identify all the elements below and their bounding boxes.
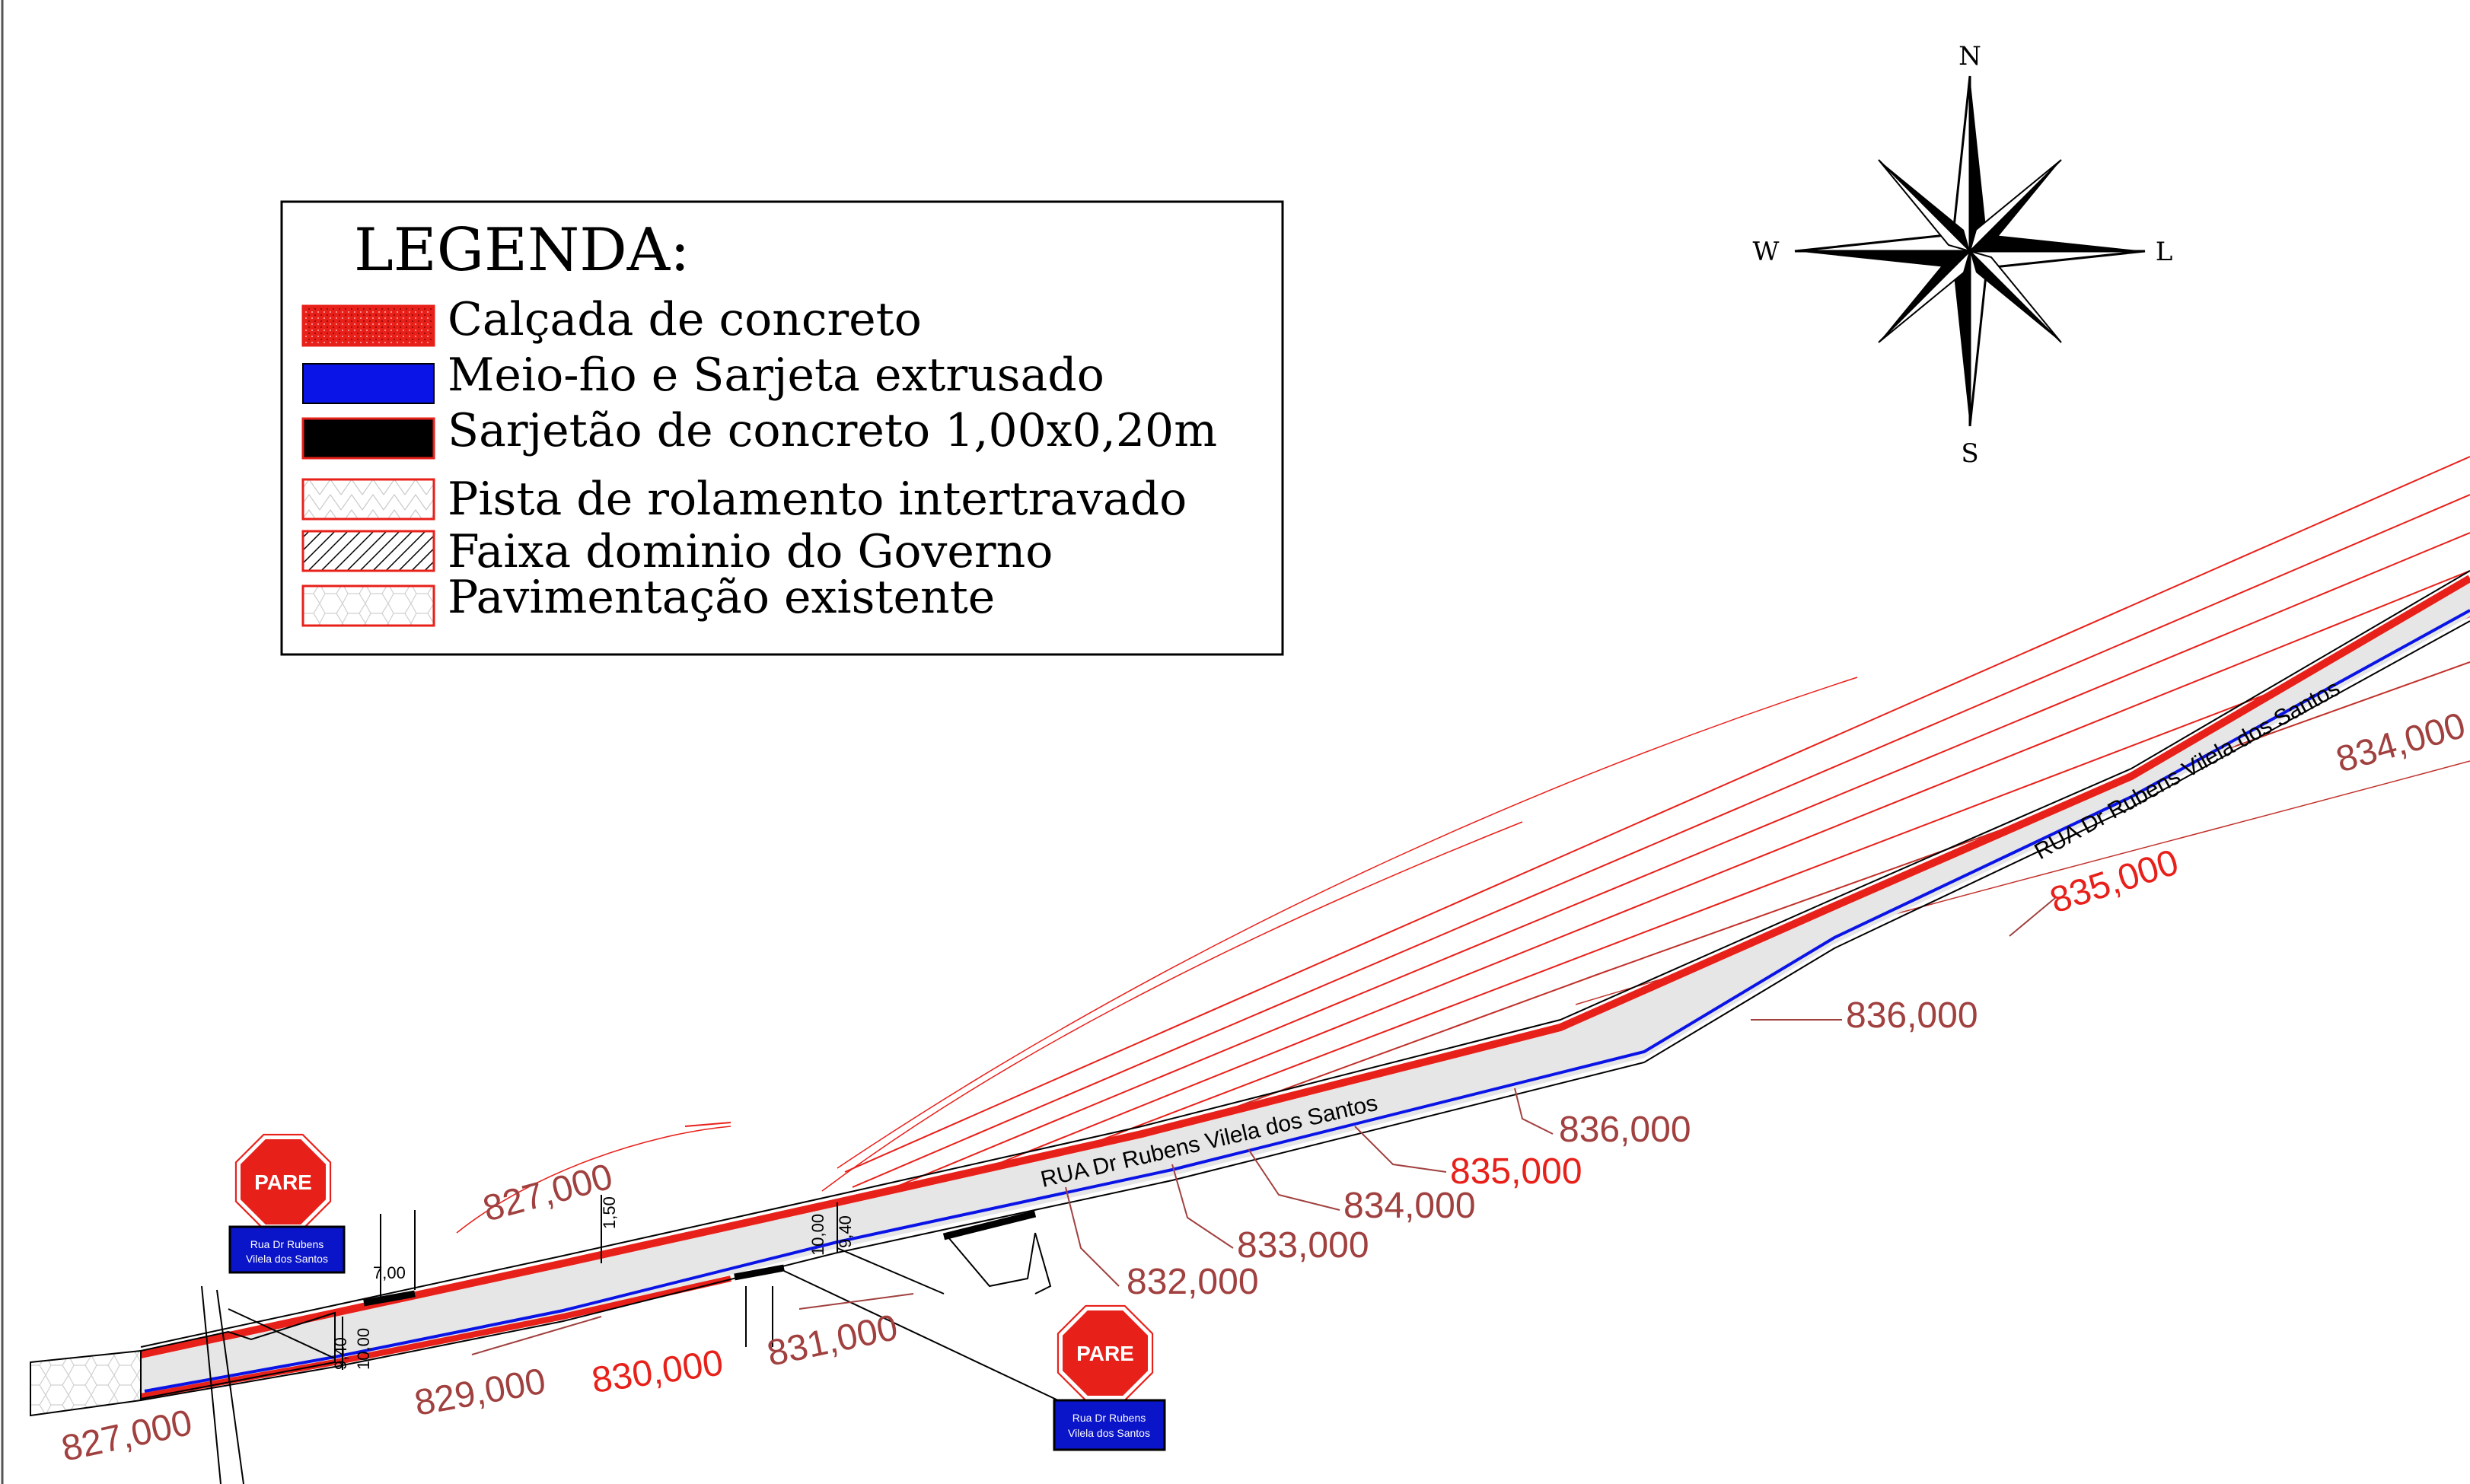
contour-835-low: 835,000 <box>1450 1151 1582 1192</box>
legend-title: LEGENDA: <box>354 216 690 285</box>
contour-830: 830,000 <box>589 1342 725 1401</box>
compass-east-label: L <box>2156 237 2173 267</box>
street-sign-left-line1: Rua Dr Rubens <box>250 1238 324 1250</box>
contour-831: 831,000 <box>763 1307 901 1374</box>
dim-1-50: 1,50 <box>600 1196 619 1229</box>
road-curb <box>144 609 2470 1393</box>
dimension-labels: 7,00 9,40 10,00 1,50 10,00 9,40 <box>331 1196 855 1370</box>
dim-10-00-right: 10,00 <box>808 1214 827 1256</box>
contour-835-high: 835,000 <box>2045 842 2183 921</box>
contour-834-low: 834,000 <box>1343 1186 1476 1226</box>
street-sign-right: Rua Dr Rubens Vilela dos Santos <box>1053 1399 1166 1451</box>
stop-sign-left-text: PARE <box>254 1170 312 1194</box>
legend-label-calcada: Calçada de concreto <box>448 293 922 346</box>
compass-north-label: N <box>1958 41 1981 72</box>
legend-label-sarjetao: Sarjetão de concreto 1,00x0,20m <box>448 404 1217 457</box>
road-sarjetao-2 <box>734 1264 785 1281</box>
road <box>30 570 2470 1484</box>
street-sign-right-line1: Rua Dr Rubens <box>1072 1412 1146 1424</box>
road-pavement <box>141 578 2470 1396</box>
compass-south-label: S <box>1961 438 1978 469</box>
compass-rose: N S W L <box>1753 41 2173 469</box>
contour-834-right: 834,000 <box>2331 705 2469 781</box>
road-sarjetao-3 <box>942 1210 1037 1240</box>
legend-label-pista: Pista de rolamento intertravado <box>448 473 1187 526</box>
legend-swatch-pavimentacao <box>301 584 435 627</box>
contour-827-mid: 827,000 <box>479 1157 617 1230</box>
dim-9-40-left: 9,40 <box>331 1337 350 1370</box>
contour-832: 832,000 <box>1127 1262 1259 1302</box>
legend-label-meiofio: Meio-fio e Sarjeta extrusado <box>448 349 1104 402</box>
road-sidewalk-bottom <box>140 1275 731 1400</box>
dim-10-00-left: 10,00 <box>354 1328 373 1370</box>
legend-label-pavimentacao: Pavimentação existente <box>448 571 995 624</box>
street-sign-left: Rua Dr Rubens Vilela dos Santos <box>228 1225 346 1274</box>
legend-box: LEGENDA: Calçada de concreto Meio-fio e … <box>280 200 1284 656</box>
contour-827-left: 827,000 <box>58 1403 196 1470</box>
dim-7-00: 7,00 <box>373 1263 406 1282</box>
existing-pavement <box>30 1349 142 1417</box>
road-sarjetao-1 <box>363 1290 416 1307</box>
legend-swatch-pista <box>301 478 435 521</box>
stop-sign-right-text: PARE <box>1076 1342 1134 1365</box>
street-sign-right-line2: Vilela dos Santos <box>1068 1427 1150 1439</box>
contour-829: 829,000 <box>412 1361 549 1424</box>
legend-swatch-calcada <box>301 304 435 347</box>
contour-836-low: 836,000 <box>1559 1110 1691 1150</box>
legend-label-faixa: Faixa dominio do Governo <box>448 525 1053 578</box>
street-sign-left-line2: Vilela dos Santos <box>246 1253 328 1265</box>
legend-swatch-faixa <box>301 530 435 572</box>
compass-west-label: W <box>1753 237 1780 267</box>
contour-836-high: 836,000 <box>1846 995 1978 1036</box>
stop-sign-left: PARE <box>234 1133 332 1231</box>
contour-833: 833,000 <box>1237 1225 1369 1266</box>
stop-sign-right: PARE <box>1057 1304 1154 1402</box>
dim-9-40-right: 9,40 <box>836 1215 855 1248</box>
legend-swatch-meiofio <box>302 363 435 404</box>
cross-road-left-a <box>201 1285 222 1484</box>
legend-swatch-sarjetao <box>301 417 435 460</box>
